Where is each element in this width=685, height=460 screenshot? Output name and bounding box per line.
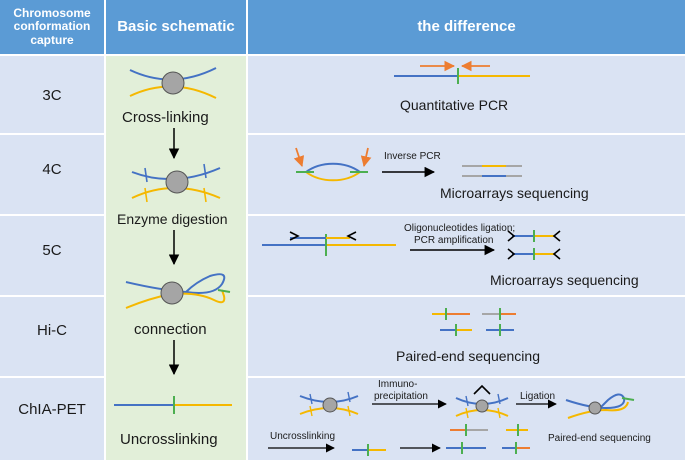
step-connection: connection	[134, 321, 207, 338]
row-cell-chiapet	[0, 378, 104, 460]
label-inverse-pcr: Inverse PCR	[384, 151, 441, 162]
step-enzyme-digestion: Enzyme digestion	[117, 211, 228, 227]
row-cell-3c	[0, 56, 104, 133]
diff-cell-chiapet	[248, 378, 685, 460]
header-cell-capture	[0, 0, 104, 54]
crosslink-diagram	[129, 67, 217, 99]
row-label-3c: 3C	[42, 87, 62, 104]
connection-diagram	[125, 273, 231, 309]
step-uncrosslinking: Uncrosslinking	[120, 431, 218, 448]
row-label-5c: 5C	[42, 242, 62, 259]
diff-cell-hic	[248, 297, 685, 376]
qpcr-diagram	[394, 60, 530, 84]
chiapet-uncrosslinked	[352, 444, 386, 456]
row-label-chiapet: ChIA-PET	[18, 401, 86, 418]
row-label-hic: Hi-C	[37, 322, 67, 339]
chiapet-ligation	[565, 393, 635, 419]
label-5c-pcr-amplification: PCR amplification	[414, 235, 494, 246]
4c-products	[462, 165, 522, 177]
chiapet-ip	[455, 384, 509, 419]
header-difference: the difference	[417, 17, 516, 35]
header-schematic: Basic schematic	[117, 17, 235, 35]
header-cell-difference	[248, 0, 685, 54]
chiapet-products	[446, 424, 530, 454]
label-chia-uncrosslinking: Uncrosslinking	[270, 431, 336, 442]
row-label-4c: 4C	[42, 161, 62, 178]
diff-cell-3c	[248, 56, 685, 133]
inverse-pcr-diagram	[293, 147, 372, 182]
label-hic-paired-end: Paired-end sequencing	[396, 348, 540, 364]
row-cell-4c	[0, 135, 104, 214]
row-cell-hic	[0, 297, 104, 376]
diff-cell-5c	[248, 216, 685, 295]
header-capture: Chromosome conformation capture	[13, 6, 91, 47]
label-chia-precipitation: precipitation	[374, 391, 428, 402]
label-5c-oligo-ligation: Oligonucleotides ligation;	[404, 223, 516, 234]
5c-products	[507, 230, 561, 260]
digestion-diagram	[131, 163, 221, 203]
label-4c-microarrays: Microarrays sequencing	[440, 185, 589, 201]
label-quantitative-pcr: Quantitative PCR	[400, 97, 509, 113]
5c-ligation-diagram	[262, 231, 396, 256]
label-chia-immuno: Immuno-	[378, 379, 418, 390]
step-crosslinking: Cross-linking	[122, 109, 209, 126]
header-cell-schematic	[106, 0, 246, 54]
label-chia-paired-end: Paired-end sequencing	[548, 433, 651, 444]
label-5c-microarrays: Microarrays sequencing	[490, 272, 639, 288]
label-chia-ligation: Ligation	[520, 391, 556, 402]
chiapet-crosslink	[299, 391, 359, 417]
diff-cell-4c	[248, 135, 685, 214]
hic-products	[432, 308, 516, 336]
uncrosslink-diagram	[114, 396, 232, 414]
row-cell-5c	[0, 216, 104, 295]
